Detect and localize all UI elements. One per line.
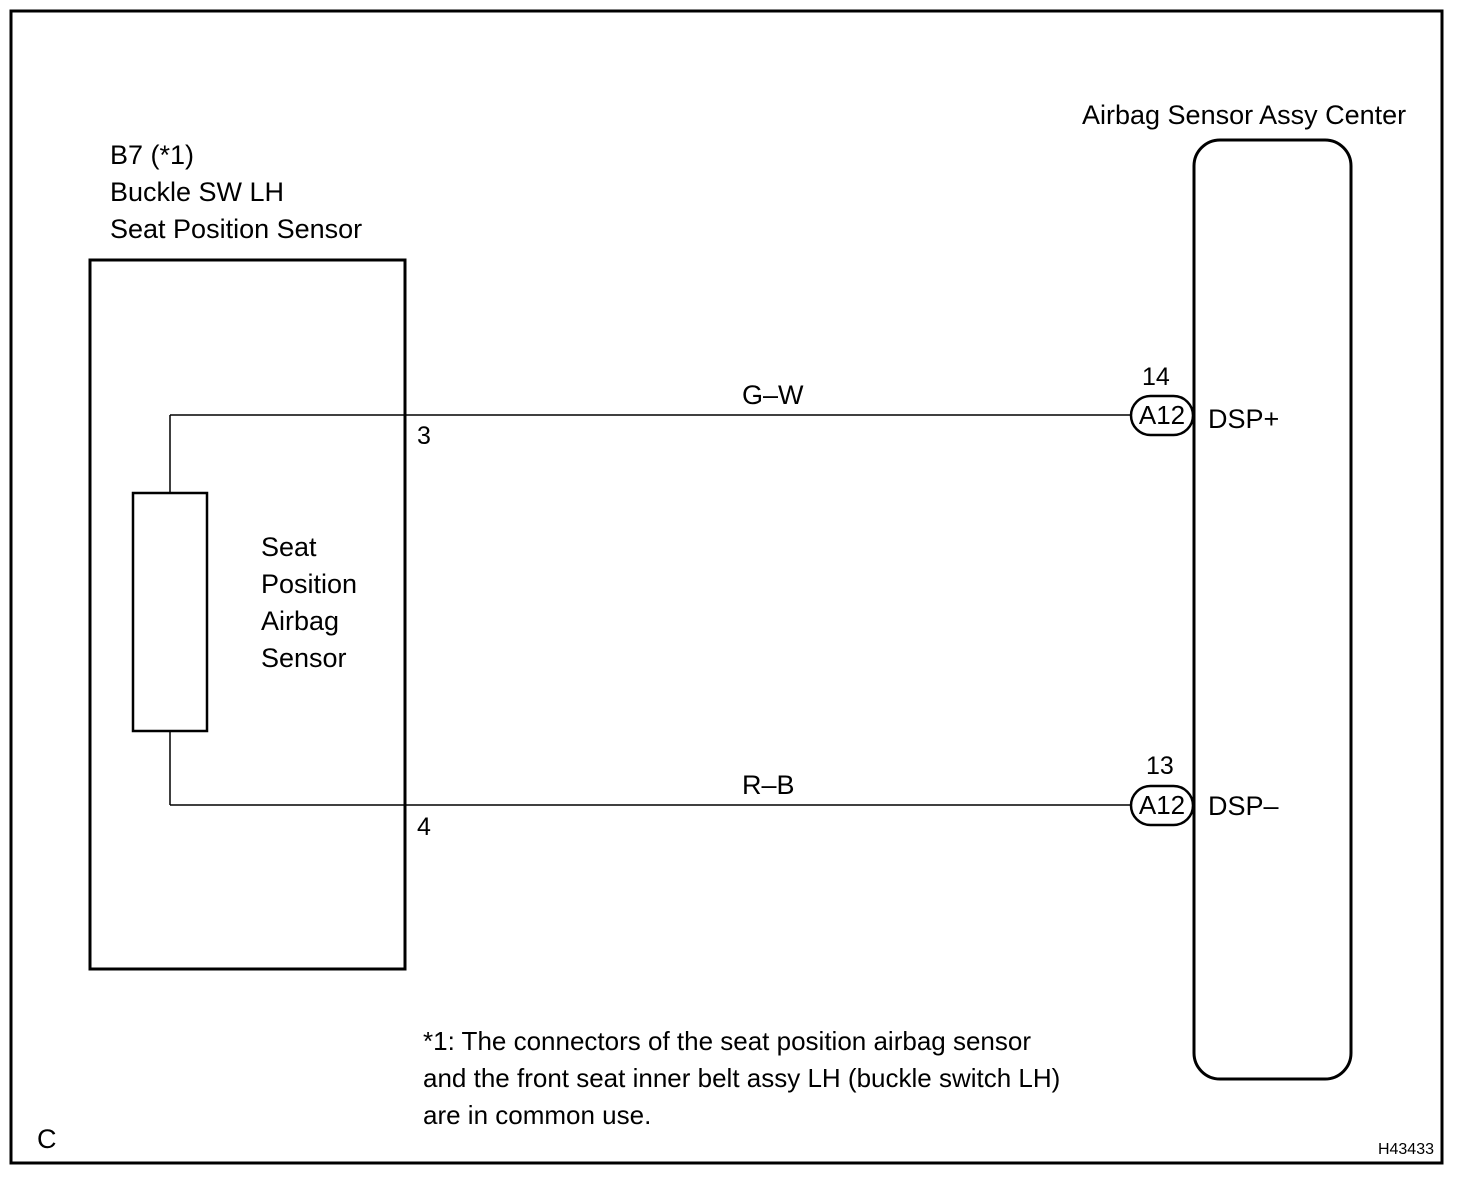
diagram-frame <box>9 9 1444 1165</box>
footnote-line-3: are in common use. <box>423 1100 651 1130</box>
inner-label-line-3: Airbag <box>261 606 339 636</box>
wire-2-to-pin: 13 <box>1146 752 1174 780</box>
sensor-resistor-symbol <box>131 491 209 733</box>
footnote-line-2: and the front seat inner belt assy LH (b… <box>423 1063 1060 1093</box>
airbag-sensor-assy-box <box>1192 138 1353 1081</box>
seat-position-sensor-box <box>88 258 407 971</box>
wire-2-connector-code: A12 <box>1139 790 1185 820</box>
wire-1-terminal-name: DSP+ <box>1208 404 1279 434</box>
wire-2-from-pin: 4 <box>417 813 431 841</box>
wire-2-terminal-name: DSP– <box>1208 791 1279 821</box>
right-component-title: Airbag Sensor Assy Center <box>1082 100 1406 130</box>
wire-1-from-pin: 3 <box>417 422 431 450</box>
wire-1-to-pin: 14 <box>1142 363 1170 391</box>
left-connector-code: B7 (*1) <box>110 140 194 170</box>
left-component-name: Buckle SW LH <box>110 177 284 207</box>
left-component-subname: Seat Position Sensor <box>110 214 362 244</box>
corner-code: C <box>37 1124 57 1154</box>
wire-1-connector-code: A12 <box>1139 400 1185 430</box>
inner-label-line-2: Position <box>261 569 357 599</box>
figure-id: H43433 <box>1378 1141 1434 1158</box>
wire-1-color-code: G–W <box>742 380 804 410</box>
footnote-line-1: *1: The connectors of the seat position … <box>423 1026 1031 1056</box>
inner-label-line-1: Seat <box>261 532 317 562</box>
wire-2-color-code: R–B <box>742 770 795 800</box>
inner-label-line-4: Sensor <box>261 643 347 673</box>
